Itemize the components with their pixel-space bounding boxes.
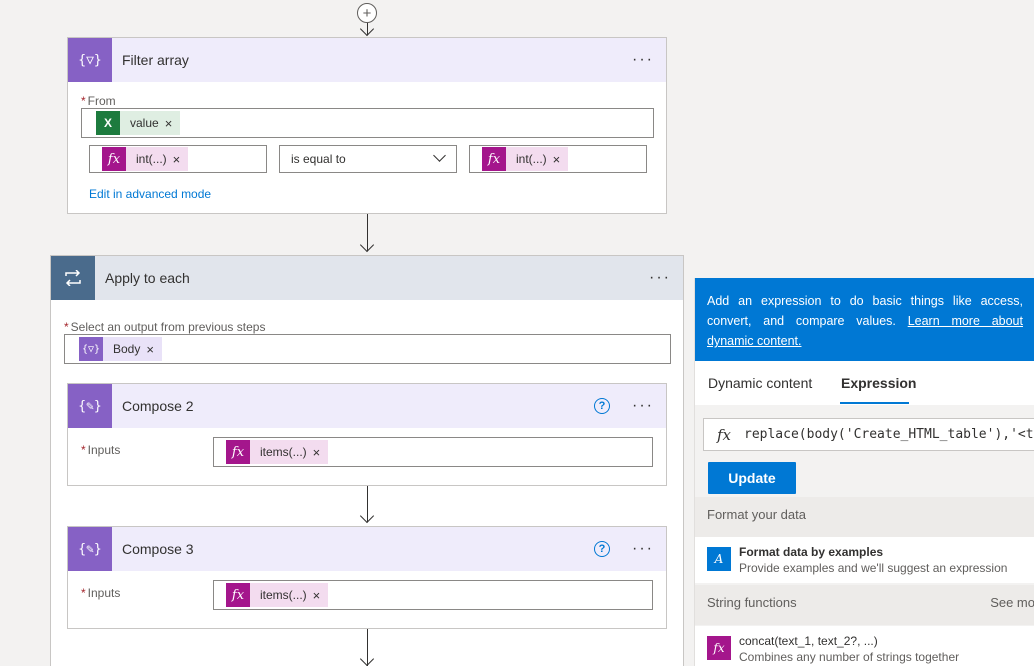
select-output-field[interactable]: {▽} Body × [64, 334, 671, 364]
items-token[interactable]: fx items(...) × [226, 440, 329, 464]
add-step-button[interactable]: + [357, 3, 377, 23]
value-token[interactable]: X value × [96, 111, 181, 135]
more-options-icon[interactable]: ··· [632, 397, 654, 414]
remove-token-icon[interactable]: × [312, 587, 321, 603]
connector [367, 629, 368, 666]
arrow-down-icon [359, 237, 375, 253]
items-token[interactable]: fx items(...) × [226, 583, 329, 607]
help-icon[interactable]: ? [594, 398, 611, 414]
connector [367, 214, 368, 251]
connector [367, 23, 368, 35]
filter-array-header[interactable]: {▽} Filter array ··· [68, 38, 666, 82]
update-button[interactable]: Update [708, 462, 796, 494]
fx-icon: fx [716, 425, 731, 444]
format-data-section-header: Format your data [695, 497, 1034, 537]
compose-3-inputs-field[interactable]: fx items(...) × [213, 580, 653, 610]
remove-token-icon[interactable]: × [312, 444, 321, 460]
panel-tabs: Dynamic content Expression [695, 361, 1034, 405]
inputs-label: *Inputs [81, 443, 121, 457]
expression-info-banner: Add an expression to do basic things lik… [695, 278, 1034, 361]
arrow-down-icon [359, 21, 375, 37]
compose-3-title: Compose 3 [122, 541, 194, 557]
expression-value: replace(body('Create_HTML_table'),'<t [744, 427, 1034, 442]
string-functions-section-header: String functions See mo [695, 585, 1034, 625]
fx-icon: fx [482, 147, 506, 171]
concat-function-item[interactable]: fx concat(text_1, text_2?, ...) Combines… [695, 626, 1034, 666]
body-token[interactable]: {▽} Body × [79, 337, 162, 361]
compose-icon: {✎} [68, 527, 112, 571]
remove-token-icon[interactable]: × [146, 341, 154, 357]
format-data-icon: A [707, 547, 731, 571]
int-token-right[interactable]: fx int(...) × [482, 147, 569, 171]
condition-left-field[interactable]: fx int(...) × [89, 145, 267, 173]
int-token-left[interactable]: fx int(...) × [102, 147, 189, 171]
select-output-label: *Select an output from previous steps [64, 320, 266, 334]
expression-input[interactable]: fx replace(body('Create_HTML_table'),'<t [703, 418, 1034, 451]
excel-icon: X [96, 111, 120, 135]
apply-to-each-title: Apply to each [105, 270, 190, 286]
apply-to-each-header[interactable]: Apply to each ··· [51, 256, 683, 300]
from-label: *From [81, 94, 116, 108]
fx-icon: fx [707, 636, 731, 660]
tab-dynamic-content[interactable]: Dynamic content [708, 375, 813, 391]
compose-2-title: Compose 2 [122, 398, 194, 414]
chevron-down-icon [433, 149, 446, 162]
edit-advanced-mode-link[interactable]: Edit in advanced mode [89, 187, 212, 201]
from-field[interactable]: X value × [81, 108, 654, 138]
remove-token-icon[interactable]: × [552, 151, 561, 167]
compose-2-header[interactable]: {✎} Compose 2 ? ··· [68, 384, 666, 428]
fx-icon: fx [226, 583, 250, 607]
filter-array-icon: {▽} [79, 337, 103, 361]
connector [367, 486, 368, 522]
compose-2-card: {✎} Compose 2 ? ··· *Inputs fx items(...… [67, 383, 667, 486]
compose-3-header[interactable]: {✎} Compose 3 ? ··· [68, 527, 666, 571]
more-options-icon[interactable]: ··· [649, 269, 671, 286]
filter-array-title: Filter array [122, 52, 189, 68]
operator-select[interactable]: is equal to [279, 145, 457, 173]
dynamic-content-panel: Add an expression to do basic things lik… [694, 278, 1034, 666]
format-data-by-examples-item[interactable]: A Format data by examples Provide exampl… [695, 537, 1034, 583]
condition-right-field[interactable]: fx int(...) × [469, 145, 647, 173]
compose-2-inputs-field[interactable]: fx items(...) × [213, 437, 653, 467]
remove-token-icon[interactable]: × [172, 151, 181, 167]
plus-circle-icon: + [362, 4, 372, 22]
active-tab-indicator [840, 402, 909, 404]
compose-icon: {✎} [68, 384, 112, 428]
inputs-label: *Inputs [81, 586, 121, 600]
remove-token-icon[interactable]: × [164, 115, 173, 131]
filter-array-card: {▽} Filter array ··· *From X value × fx … [67, 37, 667, 214]
fx-icon: fx [102, 147, 126, 171]
learn-more-link[interactable]: Learn more about dynamic content. [707, 314, 1023, 348]
fx-icon: fx [226, 440, 250, 464]
tab-expression[interactable]: Expression [841, 375, 917, 391]
more-options-icon[interactable]: ··· [632, 51, 654, 68]
compose-3-card: {✎} Compose 3 ? ··· *Inputs fx items(...… [67, 526, 667, 629]
help-icon[interactable]: ? [594, 541, 611, 557]
filter-array-icon: {▽} [68, 38, 112, 82]
loop-icon [51, 256, 95, 300]
see-more-link[interactable]: See mo [990, 595, 1034, 610]
more-options-icon[interactable]: ··· [632, 540, 654, 557]
